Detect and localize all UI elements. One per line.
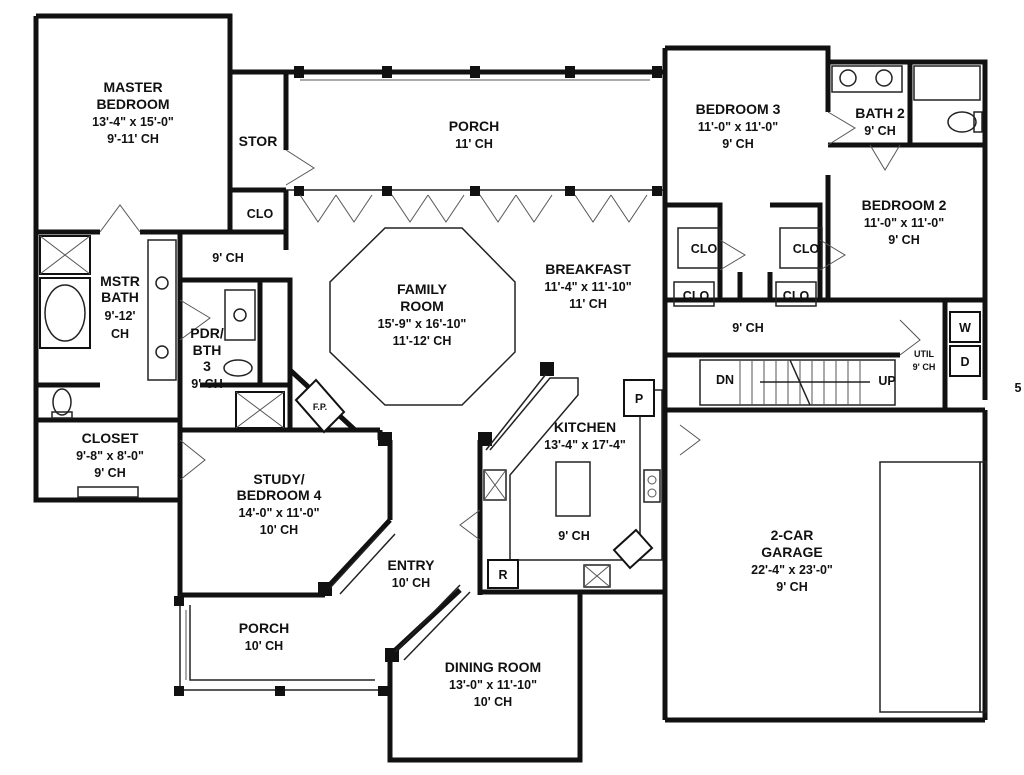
front-porch-name: PORCH — [239, 620, 290, 636]
bedroom2-ch: 9' CH — [888, 233, 919, 247]
dryer-label: D — [960, 355, 969, 369]
pantry-label: P — [635, 392, 643, 406]
entry-ch: 10' CH — [392, 576, 430, 590]
ceiling-octagon — [329, 227, 516, 406]
mstr-bath-ch: 9'-12' — [105, 309, 136, 323]
util-name: UTIL — [914, 349, 934, 359]
kitchen-ch: 9' CH — [558, 529, 589, 543]
clo-label-5: CLO — [783, 289, 810, 303]
bedroom2-dims: 11'-0" x 11'-0" — [864, 216, 944, 230]
bedroom3-name: BEDROOM 3 — [696, 101, 781, 117]
fixture-labels: CLO CLO CLO CLO CLO W D DN UP P R F.P. 5 — [247, 207, 1022, 582]
mstr-bath-name: MSTR — [100, 273, 140, 289]
hall-left-ch: 9' CH — [212, 251, 243, 265]
study-dims: 14'-0" x 11'-0" — [238, 506, 319, 520]
closets — [673, 227, 823, 307]
bath2-fixtures — [831, 65, 983, 133]
breakfast-dims: 11'-4" x 11'-10" — [544, 280, 631, 294]
garage-fixtures — [679, 424, 987, 713]
dining-room-ch: 10' CH — [474, 695, 512, 709]
mstr-bath-ch-2: CH — [111, 327, 129, 341]
breakfast-ch: 11' CH — [569, 297, 607, 311]
kitchen-fixtures — [483, 373, 663, 589]
family-room-name: FAMILY — [397, 281, 448, 297]
posts — [174, 66, 662, 696]
closet-name: CLOSET — [82, 430, 139, 446]
garage-ch: 9' CH — [776, 580, 807, 594]
pdr-bath-name-2: BTH — [193, 342, 222, 358]
kitchen-dims: 13'-4" x 17'-4" — [544, 438, 626, 452]
family-room-ch: 11'-12' CH — [393, 334, 452, 348]
refrigerator-label: R — [498, 568, 507, 582]
clo-label-3: CLO — [793, 242, 820, 256]
hall-right-ch: 9' CH — [732, 321, 763, 335]
pdr-bath-name-3: 3 — [203, 358, 211, 374]
family-room-dims: 15'-9" x 16'-10" — [378, 317, 467, 331]
study-ch: 10' CH — [260, 523, 298, 537]
rear-porch-name: PORCH — [449, 118, 500, 134]
fireplace — [294, 378, 346, 434]
breakfast-name: BREAKFAST — [545, 261, 631, 277]
study-name-2: BEDROOM 4 — [237, 487, 322, 503]
closet-ch: 9' CH — [94, 466, 125, 480]
edge-mark: 5 — [1015, 381, 1022, 395]
entry-name: ENTRY — [388, 557, 436, 573]
dining-room-dims: 13'-0" x 11'-10" — [449, 678, 537, 692]
bath2-name: BATH 2 — [855, 105, 905, 121]
washer-label: W — [959, 321, 971, 335]
room-labels: MASTER BEDROOM 13'-4" x 15'-0" 9'-11' CH… — [76, 79, 947, 709]
front-porch-ch: 10' CH — [245, 639, 283, 653]
pdr-bath-name: PDR/ — [190, 325, 224, 341]
clo-label-4: CLO — [683, 289, 710, 303]
bedroom3-ch: 9' CH — [722, 137, 753, 151]
stairs-down-label: DN — [716, 373, 734, 387]
closet-dims: 9'-8" x 8'-0" — [76, 449, 144, 463]
stairs-up-label: UP — [878, 374, 895, 388]
study-name: STUDY/ — [253, 471, 304, 487]
rear-porch-ch: 11' CH — [455, 137, 493, 151]
mstr-bath-name-2: BATH — [101, 289, 139, 305]
pdr-bath-fixtures — [223, 289, 285, 429]
bedroom2-name: BEDROOM 2 — [862, 197, 947, 213]
walls — [33, 13, 988, 763]
door-swings — [99, 111, 921, 541]
stor-label: STOR — [239, 133, 278, 149]
master-bedroom-name: MASTER — [103, 79, 162, 95]
master-bath-fixtures — [39, 235, 177, 498]
pdr-bath-ch: 9' CH — [191, 377, 222, 391]
master-bedroom-ch: 9'-11' CH — [107, 132, 159, 146]
garage-name-2: GARAGE — [761, 544, 822, 560]
dining-room-name: DINING ROOM — [445, 659, 541, 675]
stairs — [699, 359, 896, 406]
kitchen-name: KITCHEN — [554, 419, 616, 435]
family-room-name-2: ROOM — [400, 298, 444, 314]
master-bedroom-name-2: BEDROOM — [96, 96, 169, 112]
bath2-ch: 9' CH — [864, 124, 895, 138]
garage-dims: 22'-4" x 23'-0" — [751, 563, 833, 577]
garage-name: 2-CAR — [771, 527, 814, 543]
clo-label-2: CLO — [691, 242, 718, 256]
master-bedroom-dims: 13'-4" x 15'-0" — [92, 115, 174, 129]
porch-screen — [185, 79, 650, 680]
laundry — [949, 311, 981, 377]
util-ch: 9' CH — [913, 362, 936, 372]
fireplace-label: F.P. — [313, 402, 327, 412]
bedroom3-dims: 11'-0" x 11'-0" — [698, 120, 778, 134]
clo-label-1: CLO — [247, 207, 274, 221]
entry-walls — [329, 527, 471, 661]
